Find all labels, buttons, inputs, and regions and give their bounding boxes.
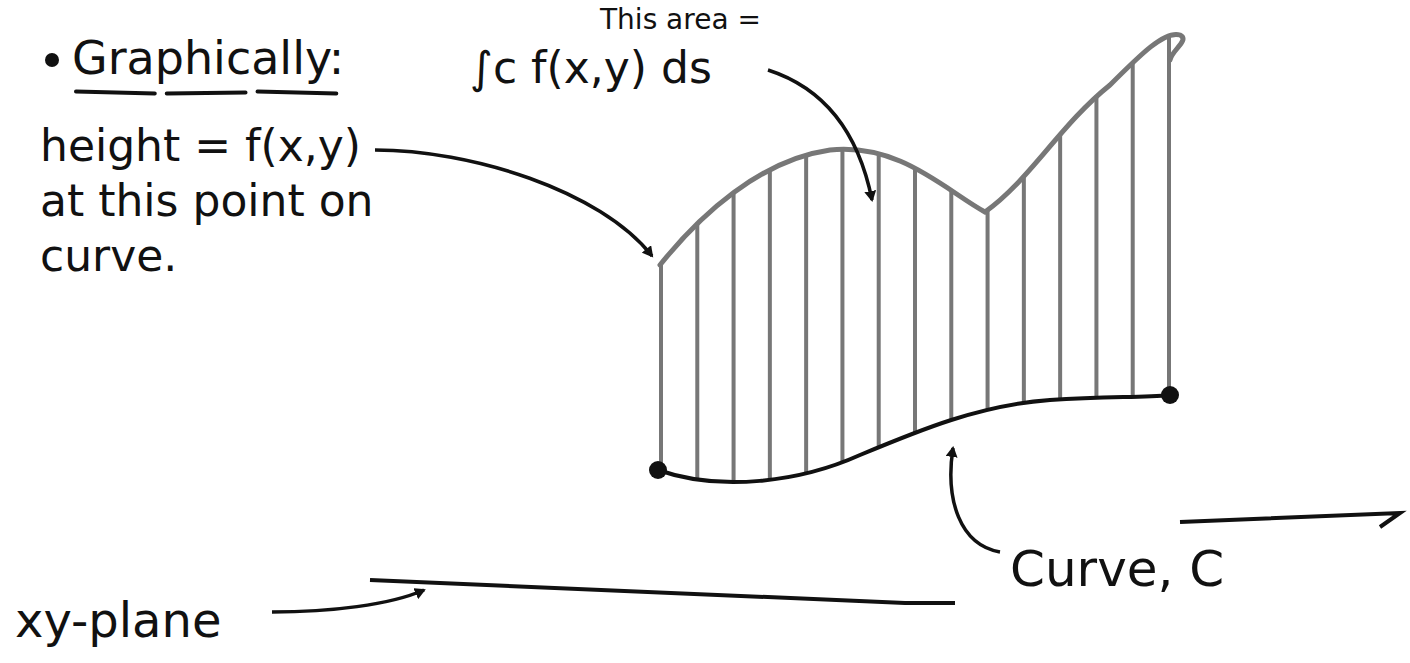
height-note: height = f(x,y) at this point on curve.: [40, 118, 390, 283]
hatch-line: [840, 149, 844, 462]
height-curve: [660, 34, 1183, 265]
integral-label: ∫c f(x,y) ds: [470, 40, 712, 95]
hatch-line: [1058, 134, 1062, 400]
leader-line: [272, 590, 424, 612]
curve-label: Curve, C: [1010, 538, 1224, 601]
xy-plane-edge: [1180, 513, 1400, 527]
hatch-line: [949, 190, 953, 420]
curve-endpoint: [649, 461, 667, 479]
hatch-line: [1131, 62, 1135, 397]
hatch-line: [1022, 175, 1026, 402]
area-note: This area =: [600, 2, 761, 37]
bullet: [45, 53, 59, 67]
hatch-line: [659, 263, 663, 472]
underline-dash: [76, 92, 155, 94]
leader-line: [951, 448, 1000, 552]
plane-label: xy-plane: [15, 590, 221, 650]
leader-line: [375, 150, 652, 256]
hatch-line: [804, 155, 808, 473]
hatch-line: [986, 210, 990, 410]
hatch-line: [1167, 35, 1171, 395]
title-underline: [76, 92, 336, 94]
curve-c: [658, 395, 1170, 482]
hatch-line: [695, 223, 699, 480]
section-title: Graphically:: [72, 30, 344, 88]
hatch-line: [1094, 96, 1098, 398]
hatch-line: [877, 154, 881, 448]
leader-line: [768, 70, 872, 200]
xy-plane-edge: [370, 580, 955, 603]
hatch-line: [768, 170, 772, 480]
hatch-line: [913, 168, 917, 433]
hatch-line: [732, 192, 736, 482]
curve-endpoint: [1161, 386, 1179, 404]
underline-dash: [258, 92, 337, 94]
underline-dash: [167, 93, 246, 94]
